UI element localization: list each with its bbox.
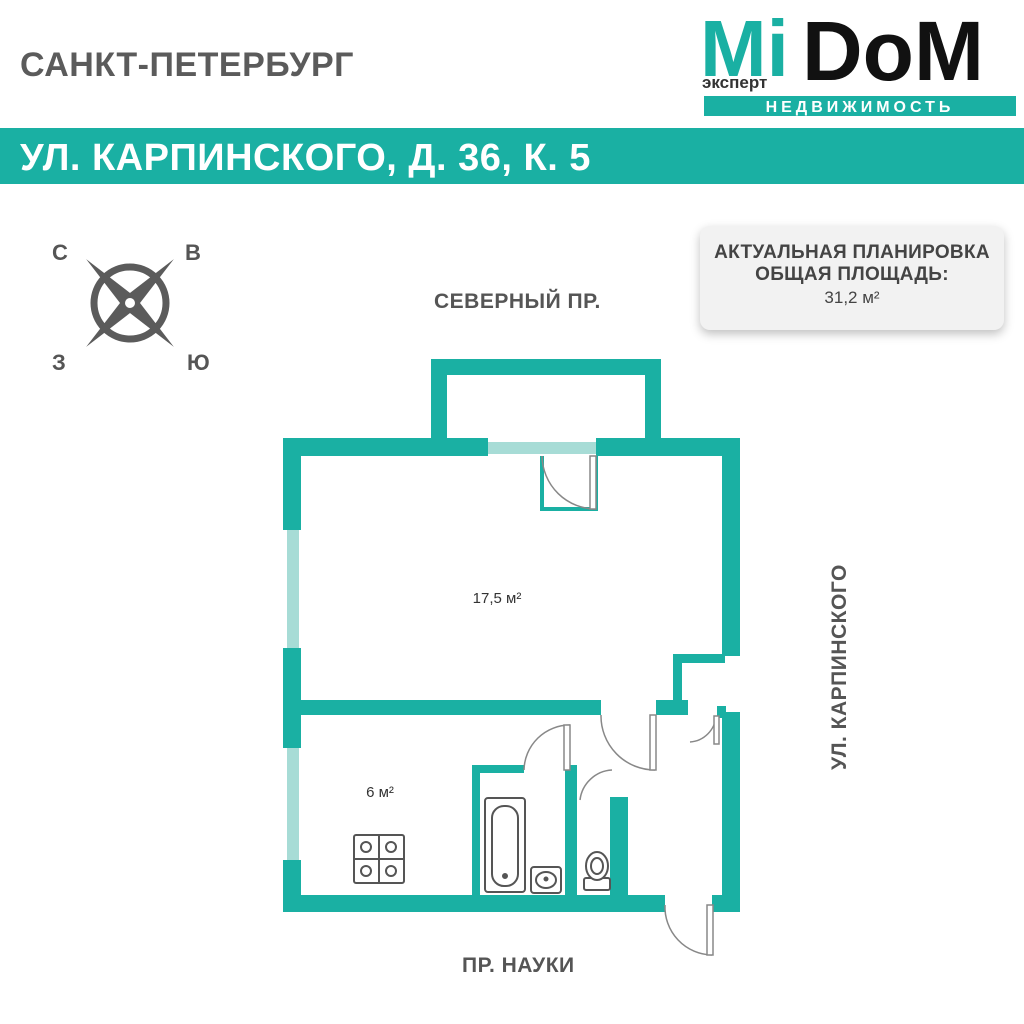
street-north: СЕВЕРНЫЙ ПР. bbox=[434, 290, 601, 313]
city-title: САНКТ-ПЕТЕРБУРГ bbox=[20, 46, 354, 84]
kitchen-area: 6 м² bbox=[366, 784, 394, 801]
compass-west: З bbox=[52, 350, 66, 375]
balcony bbox=[431, 359, 661, 441]
compass-rose-icon bbox=[86, 259, 174, 347]
logo-mi: Mi bbox=[700, 6, 789, 93]
kitchen-window bbox=[287, 748, 299, 860]
sink-icon bbox=[530, 866, 562, 894]
entrance-door-swing bbox=[664, 904, 713, 956]
info-box: АКТУАЛЬНАЯ ПЛАНИРОВКА ОБЩАЯ ПЛОЩАДЬ: 31,… bbox=[700, 226, 1004, 330]
info-line-2: ОБЩАЯ ПЛОЩАДЬ: bbox=[755, 264, 949, 285]
balcony-door-swing bbox=[541, 455, 597, 510]
bathtub-icon bbox=[484, 797, 526, 893]
compass-east: В bbox=[185, 240, 201, 265]
address-banner bbox=[0, 128, 1024, 184]
logo-expert: эксперт bbox=[702, 73, 767, 92]
hall-door-swing bbox=[600, 714, 656, 771]
doors bbox=[523, 455, 720, 956]
info-line-1: АКТУАЛЬНАЯ ПЛАНИРОВКА bbox=[714, 242, 990, 263]
interior-walls bbox=[301, 654, 726, 897]
toilet-icon bbox=[583, 851, 611, 891]
balcony-window bbox=[488, 442, 596, 454]
midom-logo: Mi DoM эксперт НЕДВИЖИМОСТЬ bbox=[700, 6, 1016, 116]
compass-south: Ю bbox=[187, 350, 210, 375]
living-window bbox=[287, 530, 299, 648]
bathroom-door-swing bbox=[523, 724, 571, 771]
street-east: УЛ. КАРПИНСКОГО bbox=[828, 564, 851, 770]
logo-subtitle: НЕДВИЖИМОСТЬ bbox=[766, 99, 955, 116]
info-total-area: 31,2 м² bbox=[824, 288, 880, 307]
street-south: ПР. НАУКИ bbox=[462, 954, 575, 977]
outer-walls bbox=[283, 438, 740, 912]
logo-dom: DoM bbox=[802, 6, 984, 98]
living-room-area: 17,5 м² bbox=[473, 590, 522, 607]
windows bbox=[287, 442, 596, 860]
toilet-door-swing bbox=[579, 769, 613, 801]
stove-icon bbox=[353, 834, 405, 884]
address-title: УЛ. КАРПИНСКОГО, Д. 36, К. 5 bbox=[20, 137, 591, 179]
logo-subtitle-bar bbox=[704, 96, 1016, 116]
compass-north: С bbox=[52, 240, 68, 265]
closet-door-swing bbox=[689, 715, 717, 743]
